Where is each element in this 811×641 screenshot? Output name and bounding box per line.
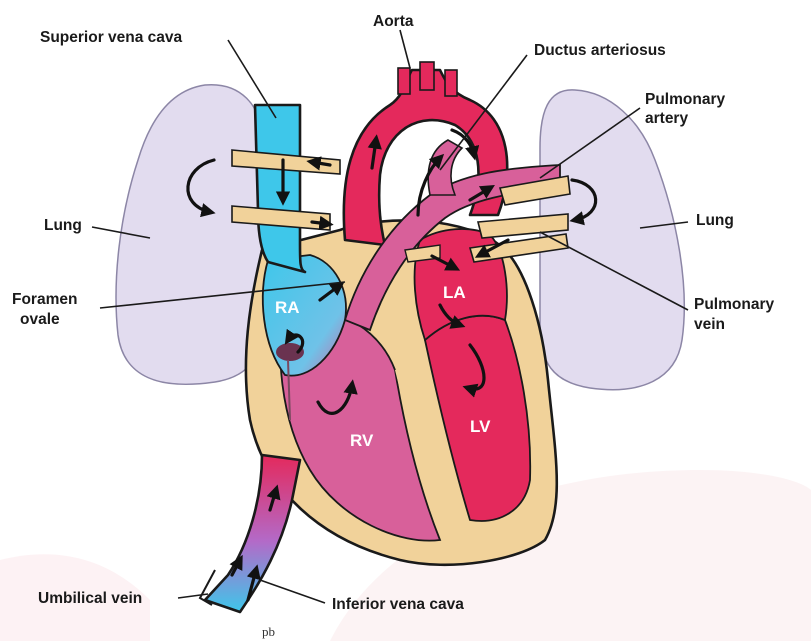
label-ductus-arteriosus: Ductus arteriosus [534,42,666,59]
chamber-label-rv: RV [350,431,374,450]
label-foramen-ovale-line1: Foramen [12,291,77,308]
artist-signature: pb [262,624,275,639]
left-lung [116,85,262,385]
label-foramen-ovale-line2: ovale [20,311,60,328]
label-pulmonary-vein-line2: vein [694,316,725,333]
label-pulmonary-artery-line2: artery [645,110,688,127]
label-lung-left: Lung [44,217,82,234]
chamber-label-la: LA [443,283,466,302]
chamber-label-lv: LV [470,417,491,436]
label-aorta: Aorta [373,13,414,30]
label-inferior-vena-cava: Inferior vena cava [332,596,464,613]
superior-vena-cava [255,105,305,272]
label-pulmonary-artery-line1: Pulmonary [645,91,725,108]
label-superior-vena-cava: Superior vena cava [40,29,183,46]
label-umbilical-vein: Umbilical vein [38,590,142,607]
heart [246,220,557,564]
label-pulmonary-vein-line1: Pulmonary [694,296,774,313]
label-lung-right: Lung [696,212,734,229]
chamber-label-ra: RA [275,298,300,317]
